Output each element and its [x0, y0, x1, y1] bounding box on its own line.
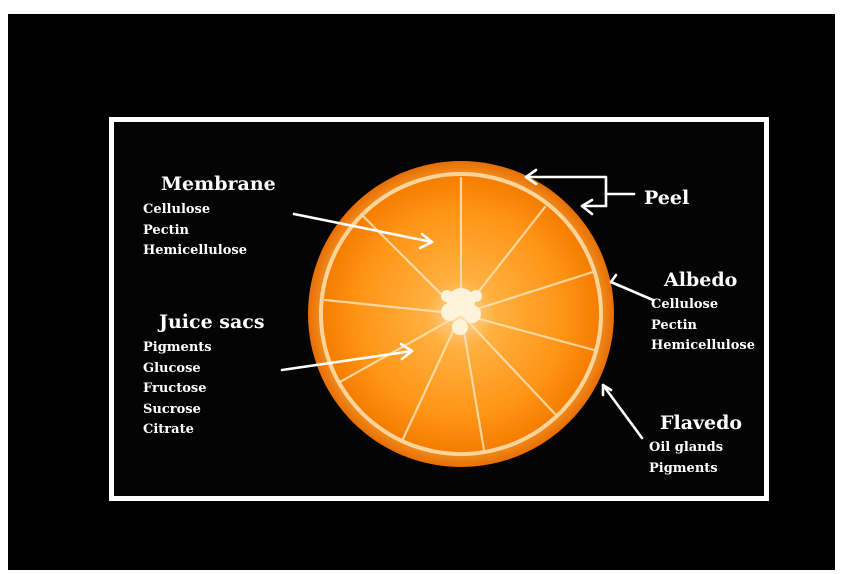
membrane-item: Cellulose — [143, 200, 247, 221]
juice-sacs-title: Juice sacs — [159, 311, 265, 333]
membrane-components: Cellulose Pectin Hemicellulose — [143, 200, 247, 262]
membrane-title: Membrane — [161, 173, 276, 195]
peel-title: Peel — [644, 187, 689, 209]
diagram-frame: Membrane Cellulose Pectin Hemicellulose … — [109, 117, 769, 501]
albedo-item: Pectin — [651, 316, 755, 337]
juice-sacs-components: Pigments Glucose Fructose Sucrose Citrat… — [143, 338, 212, 441]
juice-sacs-item: Fructose — [143, 379, 212, 400]
flavedo-item: Oil glands — [649, 438, 723, 459]
juice-sacs-item: Pigments — [143, 338, 212, 359]
albedo-title: Albedo — [664, 269, 737, 291]
flavedo-item: Pigments — [649, 459, 723, 480]
juice-sacs-item: Glucose — [143, 359, 212, 380]
flavedo-arrow — [603, 385, 642, 438]
flavedo-title: Flavedo — [660, 412, 742, 434]
albedo-components: Cellulose Pectin Hemicellulose — [651, 295, 755, 357]
juice-sacs-item: Sucrose — [143, 400, 212, 421]
video-screen: Membrane Cellulose Pectin Hemicellulose … — [8, 14, 835, 570]
albedo-item: Hemicellulose — [651, 336, 755, 357]
membrane-item: Hemicellulose — [143, 241, 247, 262]
juice-sacs-item: Citrate — [143, 420, 212, 441]
albedo-item: Cellulose — [651, 295, 755, 316]
flavedo-components: Oil glands Pigments — [649, 438, 723, 479]
membrane-item: Pectin — [143, 221, 247, 242]
